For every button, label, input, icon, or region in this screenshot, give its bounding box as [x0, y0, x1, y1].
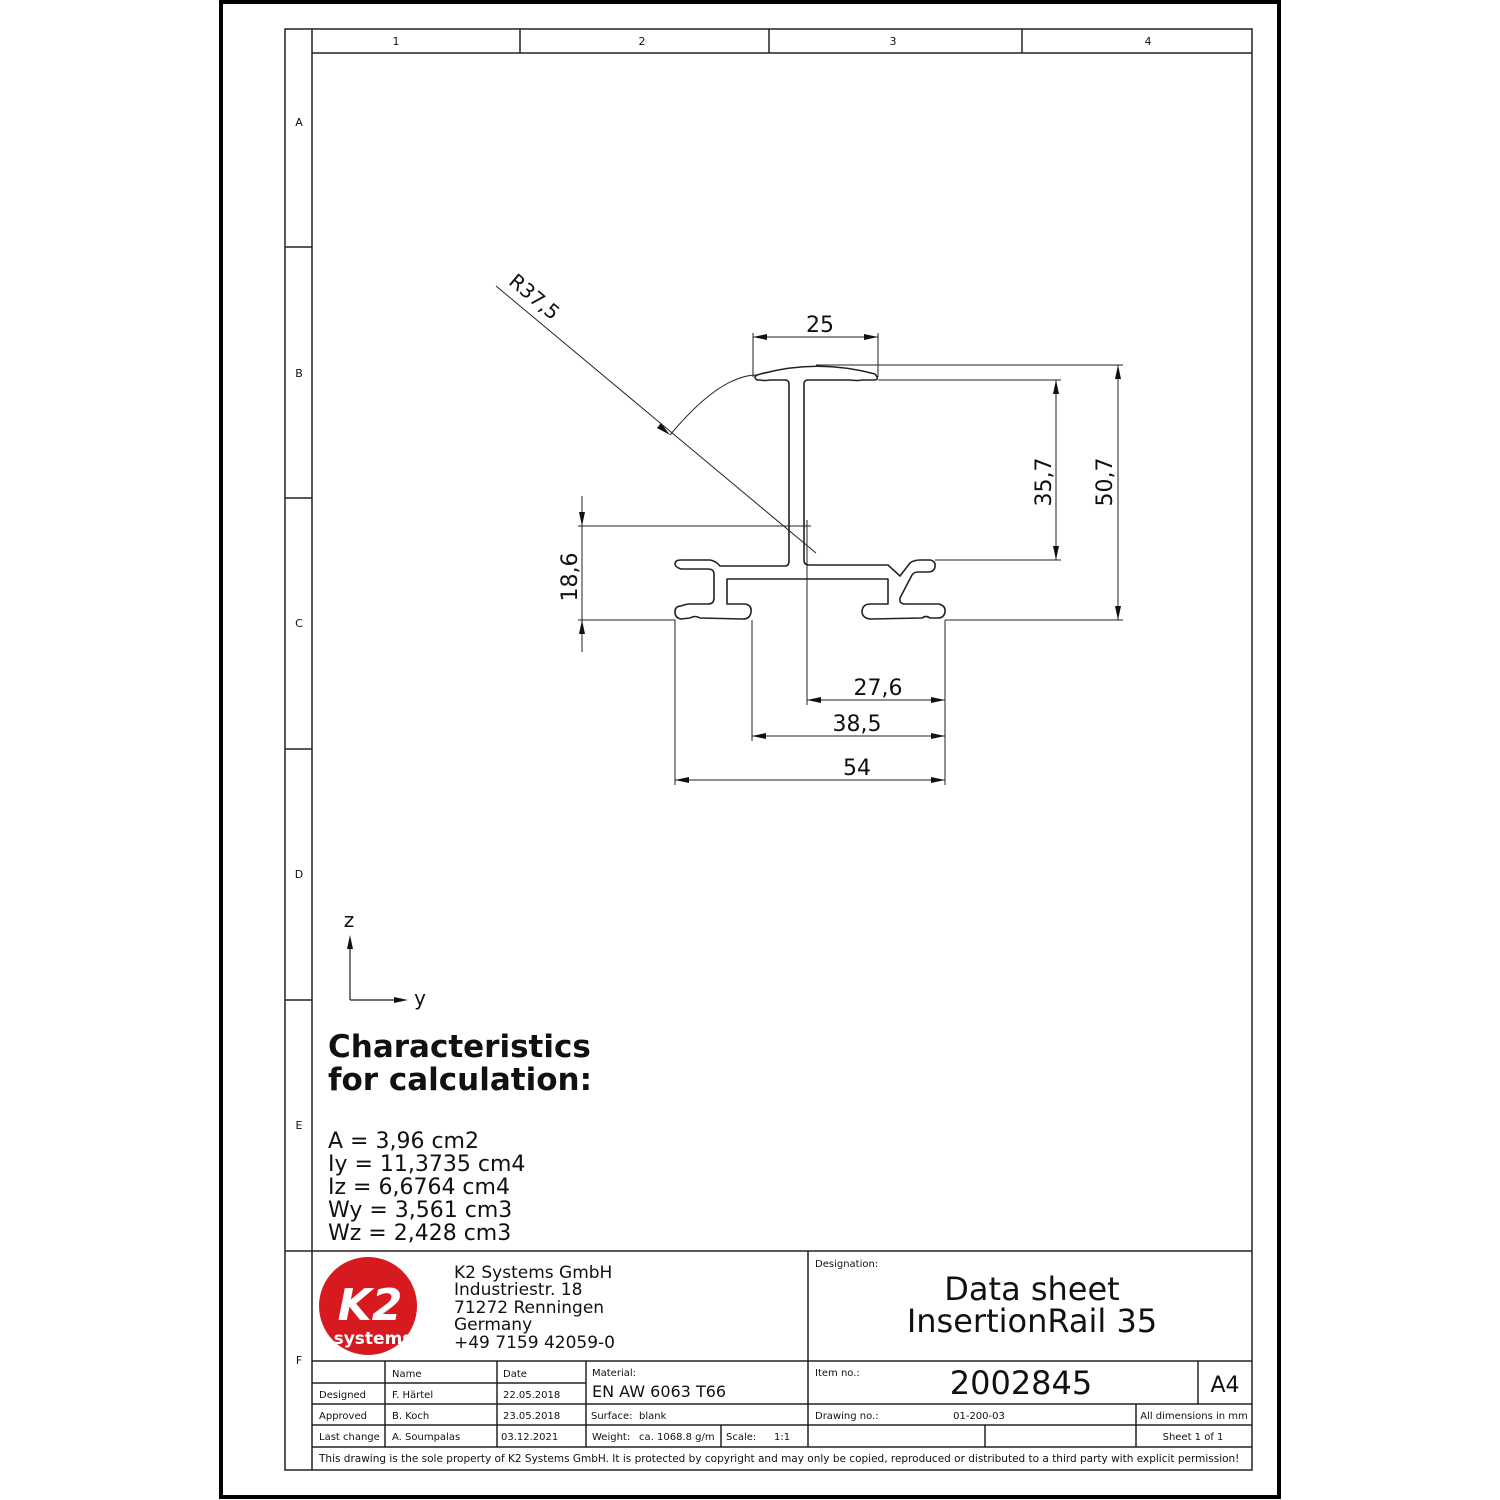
item-label: Item no.:: [815, 1368, 860, 1379]
paper-format: A4: [1210, 1373, 1239, 1398]
company-country: Germany: [454, 1315, 532, 1335]
row-label: E: [296, 1119, 303, 1132]
column-label: 1: [393, 35, 400, 48]
dimension-radius: R37,5: [495, 269, 817, 554]
date-value: 03.12.2021: [501, 1432, 558, 1443]
designation-title: Data sheet: [944, 1270, 1119, 1308]
characteristics-title: Characteristics: [328, 1029, 591, 1065]
date-value: 22.05.2018: [503, 1390, 560, 1401]
logo-subtext: systems: [334, 1329, 413, 1349]
dimension-35-7: 35,7: [878, 379, 1061, 561]
designation-subtitle: InsertionRail 35: [907, 1302, 1157, 1340]
units-note: All dimensions in mm: [1140, 1411, 1248, 1422]
company-name: K2 Systems GmbH: [454, 1263, 612, 1283]
outer-border: [219, 0, 1281, 1499]
dimension-27-6: 27,6: [806, 566, 946, 785]
weight-label: Weight:: [592, 1432, 630, 1443]
dimension-label: 38,5: [833, 712, 882, 737]
row-label: F: [296, 1354, 302, 1367]
scale-value: 1:1: [774, 1432, 790, 1443]
weight-value: ca. 1068.8 g/m: [639, 1432, 715, 1443]
row-label: B: [295, 367, 303, 380]
dimension-50-7: 50,7: [816, 364, 1123, 621]
drawing-frame: [284, 28, 1253, 1471]
surface-label: Surface:: [591, 1411, 632, 1422]
company-city: 71272 Renningen: [454, 1298, 604, 1318]
dimension-label: 54: [843, 756, 871, 781]
drawing-number: 01-200-03: [953, 1411, 1005, 1422]
dimension-38-5: 38,5: [751, 620, 945, 741]
item-number: 2002845: [950, 1364, 1093, 1402]
dimension-label: 18,6: [558, 553, 583, 602]
designation-label: Designation:: [815, 1259, 878, 1270]
row-label: A: [295, 116, 303, 129]
dimension-25: 25: [752, 313, 879, 377]
characteristic-value: Wy = 3,561 cm3: [328, 1198, 512, 1223]
company-address: K2 Systems GmbH Industriestr. 18 71272 R…: [454, 1263, 615, 1353]
company-street: Industriestr. 18: [454, 1280, 582, 1300]
coordinate-axes: z y: [344, 908, 426, 1010]
characteristics-title: for calculation:: [328, 1062, 592, 1098]
row-label: D: [295, 868, 303, 881]
logo-text: K2: [338, 1280, 403, 1331]
characteristic-value: Iz = 6,6764 cm4: [328, 1175, 510, 1200]
name-header: Name: [392, 1369, 422, 1380]
scale-label: Scale:: [726, 1432, 756, 1443]
dimension-54: 54: [674, 620, 945, 785]
title-block-grid: [312, 1251, 1252, 1448]
row-labels: A B C D E F: [295, 116, 303, 1367]
dimension-label: R37,5: [504, 269, 564, 325]
dimension-label: 35,7: [1032, 458, 1057, 507]
rail-profile: [674, 365, 946, 620]
characteristics: Characteristics for calculation: A = 3,9…: [328, 1029, 592, 1246]
role-label: Designed: [319, 1390, 366, 1401]
column-label: 3: [890, 35, 897, 48]
row-label: C: [295, 617, 303, 630]
dimension-18-6: 18,6: [558, 496, 808, 652]
dimension-label: 27,6: [854, 676, 903, 701]
z-axis-label: z: [344, 908, 355, 932]
column-label: 4: [1145, 35, 1152, 48]
characteristic-value: A = 3,96 cm2: [328, 1129, 479, 1154]
drawing-label: Drawing no.:: [815, 1411, 879, 1422]
dimension-label: 50,7: [1093, 458, 1118, 507]
k2-systems-logo: K2 systems: [319, 1257, 417, 1355]
surface-value: blank: [639, 1411, 667, 1422]
person-name: B. Koch: [392, 1411, 429, 1422]
role-label: Approved: [319, 1411, 367, 1422]
date-value: 23.05.2018: [503, 1411, 560, 1422]
company-phone: +49 7159 42059-0: [454, 1333, 615, 1353]
role-label: Last change: [319, 1432, 380, 1443]
material-value: EN AW 6063 T66: [592, 1382, 726, 1401]
person-name: F. Härtel: [392, 1390, 433, 1401]
material-label: Material:: [592, 1368, 636, 1379]
column-label: 2: [639, 35, 646, 48]
person-name: A. Soumpalas: [392, 1432, 460, 1443]
characteristic-value: Wz = 2,428 cm3: [328, 1221, 511, 1246]
copyright-notice: This drawing is the sole property of K2 …: [318, 1453, 1239, 1465]
sheet-number: Sheet 1 of 1: [1163, 1432, 1224, 1443]
y-axis-label: y: [414, 986, 426, 1010]
column-labels: 1 2 3 4: [393, 35, 1152, 48]
characteristic-value: Iy = 11,3735 cm4: [328, 1152, 525, 1177]
date-header: Date: [503, 1369, 527, 1380]
dimension-label: 25: [806, 313, 834, 338]
